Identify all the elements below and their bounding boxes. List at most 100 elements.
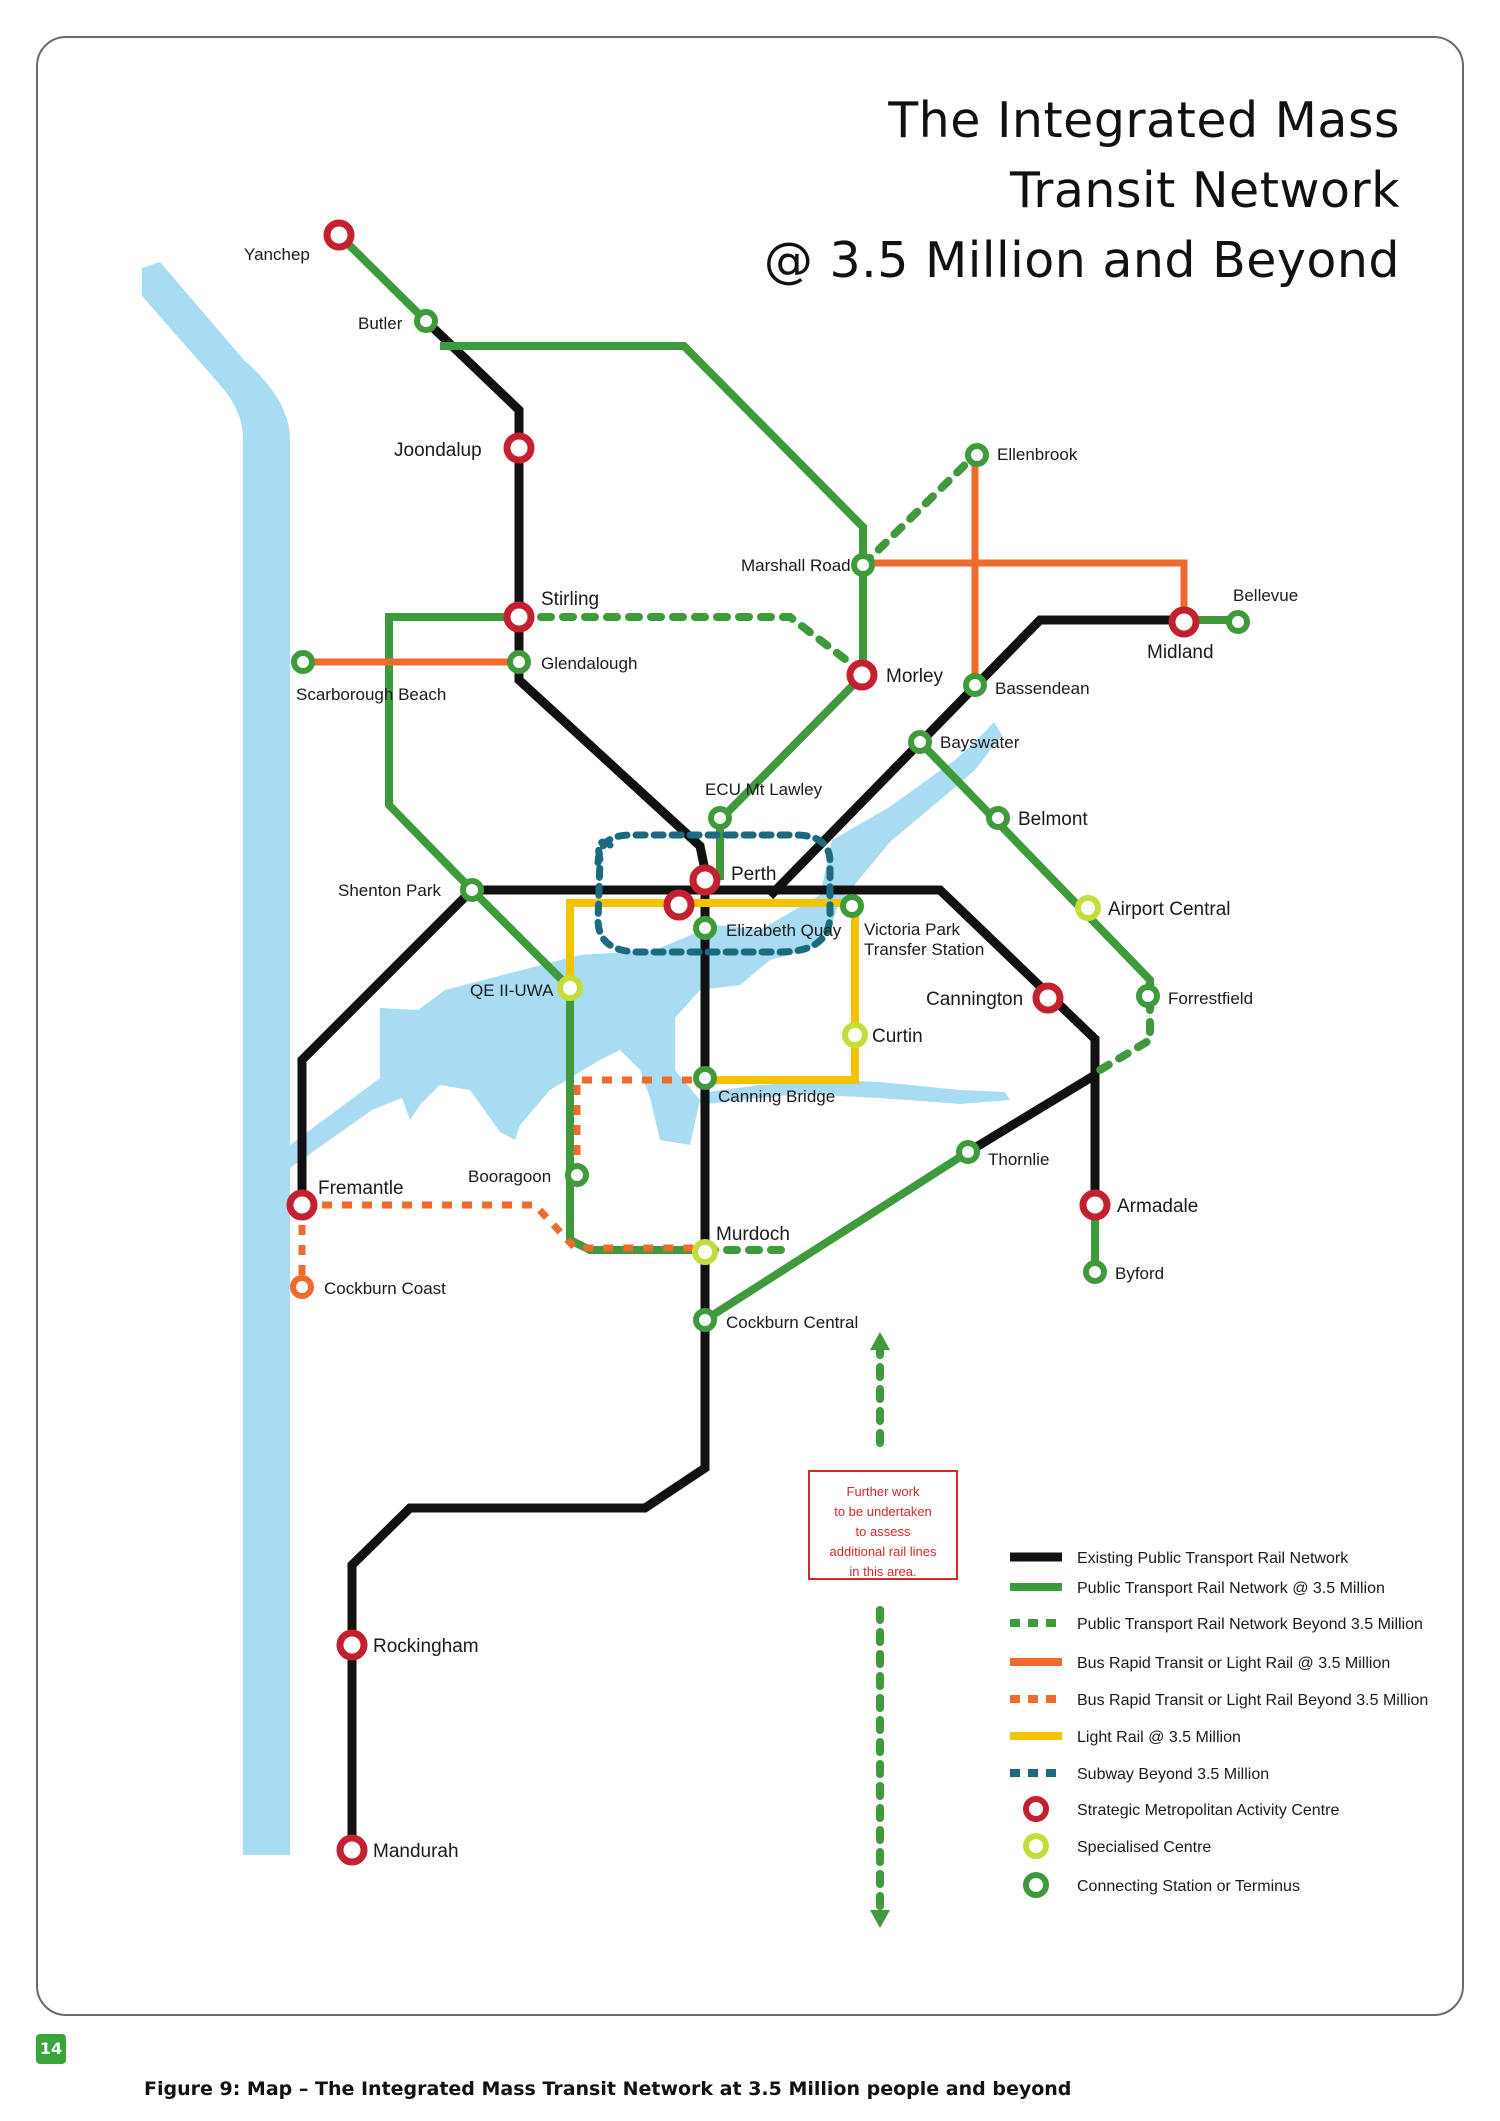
station-forrestfield[interactable] — [1136, 984, 1160, 1008]
label-perth: Perth — [731, 864, 776, 885]
rail-network-beyond-3-5m — [515, 451, 1154, 1914]
station-yanchep[interactable] — [323, 219, 355, 251]
label-rockingham: Rockingham — [373, 1636, 479, 1657]
butler-marshall-morley-line — [440, 342, 867, 823]
label-byford: Byford — [1115, 1264, 1164, 1283]
connecting-stations — [291, 309, 1250, 1332]
map-title-line-3: @ 3.5 Million and Beyond — [763, 232, 1400, 289]
label-yanchep: Yanchep — [244, 245, 310, 264]
station-belmont[interactable] — [986, 806, 1010, 830]
note-line: to be undertaken — [834, 1504, 932, 1519]
mandurah-line-existing — [347, 870, 710, 1850]
label-qe2-uwa: QE II-UWA — [470, 981, 554, 1000]
note-line: in this area. — [849, 1564, 917, 1579]
station-thornlie[interactable] — [956, 1140, 980, 1164]
page-frame — [36, 36, 1464, 2016]
label-booragoon: Booragoon — [468, 1167, 551, 1186]
station-booragoon[interactable] — [565, 1163, 589, 1187]
station-bayswater[interactable] — [908, 730, 932, 754]
station-mandurah[interactable] — [336, 1834, 368, 1866]
rail-network-3-5m — [336, 232, 1238, 1324]
station-stirling[interactable] — [503, 601, 535, 633]
marshall-midland-brt — [863, 559, 1188, 620]
station-perth-underground[interactable] — [663, 889, 695, 921]
label-curtin: Curtin — [872, 1026, 923, 1047]
station-perth[interactable] — [689, 864, 721, 896]
station-cockburn-coast[interactable] — [290, 1275, 314, 1299]
label-ellenbrook: Ellenbrook — [997, 445, 1078, 464]
station-glendalough[interactable] — [507, 650, 531, 674]
map-legend: Existing Public Transport Rail Network P… — [1010, 1550, 1428, 1898]
legend-label: Bus Rapid Transit or Light Rail Beyond 3… — [1077, 1692, 1428, 1709]
legend-label: Bus Rapid Transit or Light Rail @ 3.5 Mi… — [1077, 1655, 1390, 1672]
station-joondalup[interactable] — [503, 432, 535, 464]
station-labels: Yanchep Butler Joondalup Stirling Glenda… — [244, 245, 1298, 1862]
label-joondalup: Joondalup — [394, 440, 482, 461]
legend-icon-connecting-station — [1023, 1872, 1049, 1898]
legend-icon-specialised-centre — [1023, 1833, 1049, 1859]
label-elizabeth-quay: Elizabeth Quay — [726, 921, 842, 940]
station-midland[interactable] — [1168, 606, 1200, 638]
station-scarborough-beach[interactable] — [291, 650, 315, 674]
station-markers — [286, 219, 1250, 1866]
subway-beyond-3-5m — [594, 831, 834, 956]
map-title-line-1: The Integrated Mass — [888, 92, 1400, 149]
label-airport-central: Airport Central — [1108, 899, 1231, 920]
station-victoria-park[interactable] — [840, 894, 864, 918]
station-canning-bridge[interactable] — [693, 1066, 717, 1090]
station-fremantle[interactable] — [286, 1189, 318, 1221]
station-bassendean[interactable] — [963, 673, 987, 697]
label-scarborough-beach: Scarborough Beach — [296, 685, 446, 704]
legend-label: Specialised Centre — [1077, 1839, 1211, 1856]
label-butler: Butler — [358, 314, 403, 333]
label-bayswater: Bayswater — [940, 733, 1020, 752]
stirling-morley-dashed — [515, 613, 866, 676]
station-airport-central[interactable] — [1075, 895, 1101, 921]
label-forrestfield: Forrestfield — [1168, 989, 1253, 1008]
station-rockingham[interactable] — [336, 1629, 368, 1661]
legend-label: Public Transport Rail Network @ 3.5 Mill… — [1077, 1580, 1385, 1597]
station-elizabeth-quay[interactable] — [693, 916, 717, 940]
legend-icon-strategic-centre — [1023, 1796, 1049, 1822]
note-line: to assess — [855, 1524, 911, 1539]
canning-river — [700, 1080, 1010, 1105]
label-murdoch: Murdoch — [716, 1224, 790, 1245]
station-ecu-mt-lawley[interactable] — [708, 806, 732, 830]
label-glendalough: Glendalough — [541, 654, 637, 673]
figure-caption: Figure 9: Map – The Integrated Mass Tran… — [144, 2078, 1072, 2100]
label-cannington: Cannington — [926, 989, 1023, 1010]
station-curtin[interactable] — [842, 1022, 868, 1048]
label-marshall-road: Marshall Road — [741, 556, 851, 575]
specialised-centres — [557, 895, 1101, 1265]
station-byford[interactable] — [1083, 1260, 1107, 1284]
label-midland: Midland — [1147, 642, 1214, 663]
brt-network-beyond-3-5m — [298, 1076, 705, 1285]
station-murdoch[interactable] — [692, 1239, 718, 1265]
station-morley[interactable] — [846, 659, 878, 691]
station-cannington[interactable] — [1032, 982, 1064, 1014]
station-butler[interactable] — [414, 309, 438, 333]
label-morley: Morley — [886, 666, 944, 687]
station-bellevue[interactable] — [1226, 610, 1250, 634]
fremantle-line-existing — [297, 886, 476, 1205]
swan-river — [290, 722, 1002, 1168]
brt-terminus — [290, 1275, 314, 1299]
legend-label: Light Rail @ 3.5 Million — [1077, 1729, 1241, 1746]
bayswater-forrestfield-line — [917, 739, 1154, 1000]
marshall-ellenbrook-dashed — [859, 451, 979, 569]
further-work-note: Further work to be undertaken to assess … — [808, 1470, 958, 1580]
label-fremantle: Fremantle — [318, 1178, 404, 1199]
label-cockburn-coast: Cockburn Coast — [324, 1279, 446, 1298]
subway-loop — [594, 831, 834, 956]
label-armadale: Armadale — [1117, 1196, 1198, 1217]
station-cockburn-central[interactable] — [693, 1308, 717, 1332]
brt-network-3-5m — [303, 455, 1188, 685]
station-qe2-uwa[interactable] — [557, 975, 583, 1001]
station-marshall-road[interactable] — [851, 553, 875, 577]
station-armadale[interactable] — [1079, 1189, 1111, 1221]
station-ellenbrook[interactable] — [965, 443, 989, 467]
legend-label: Subway Beyond 3.5 Million — [1077, 1766, 1269, 1783]
station-shenton-park[interactable] — [460, 878, 484, 902]
label-victoria-park-1: Victoria Park — [864, 920, 961, 939]
label-belmont: Belmont — [1018, 809, 1088, 830]
